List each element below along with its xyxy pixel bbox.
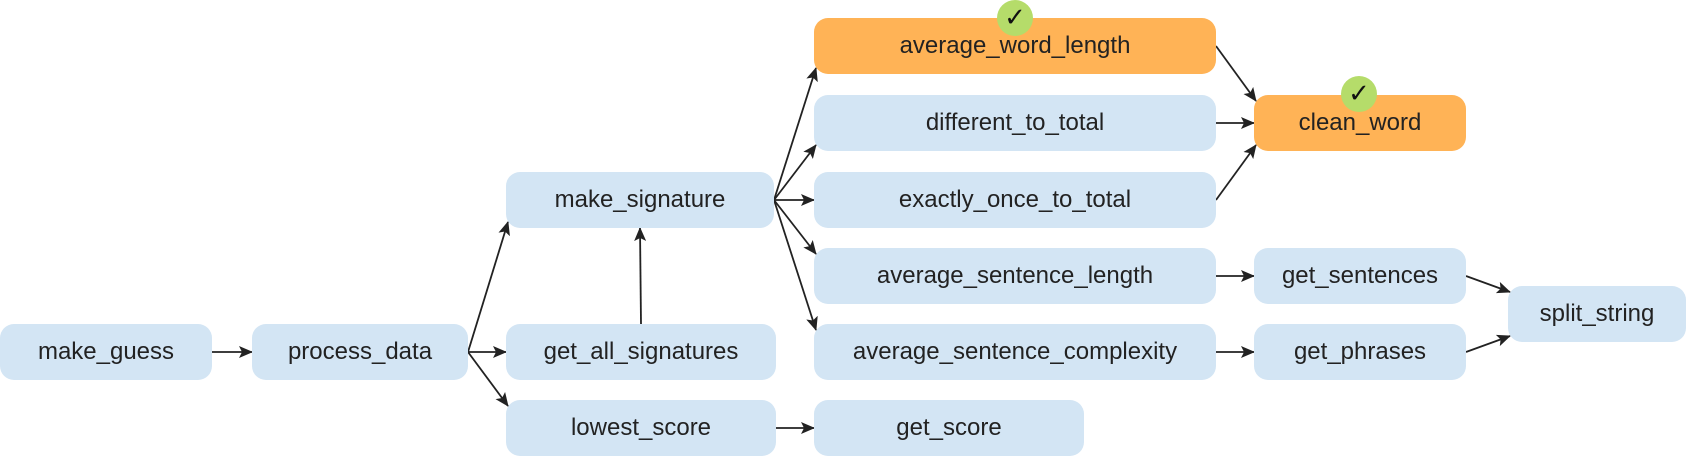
node-get-sentences[interactable]: get_sentences: [1254, 248, 1466, 304]
edge-make-signature-to-average-sentence-length: [773, 199, 817, 255]
node-different-to-total[interactable]: different_to_total: [814, 95, 1216, 151]
node-split-string[interactable]: split_string: [1508, 286, 1686, 342]
edge-average-word-length-to-clean-word: [1215, 45, 1257, 102]
node-get-score[interactable]: get_score: [814, 400, 1084, 456]
node-exactly-once-to-total[interactable]: exactly_once_to_total: [814, 172, 1216, 228]
edge-get-phrases-to-split-string: [1465, 334, 1511, 353]
checkmark-icon: ✓: [997, 0, 1033, 36]
node-average-sentence-complexity[interactable]: average_sentence_complexity: [814, 324, 1216, 380]
edge-get-sentences-to-split-string: [1465, 275, 1511, 294]
node-get-phrases[interactable]: get_phrases: [1254, 324, 1466, 380]
edge-exactly-once-to-total-to-clean-word: [1215, 144, 1257, 201]
node-make-signature[interactable]: make_signature: [506, 172, 774, 228]
edge-make-signature-to-average-word-length: [773, 67, 818, 201]
node-get-all-signatures[interactable]: get_all_signatures: [506, 324, 776, 380]
checkmark-icon: ✓: [1341, 76, 1377, 112]
edge-make-signature-to-average-sentence-complexity: [773, 199, 818, 331]
node-average-sentence-length[interactable]: average_sentence_length: [814, 248, 1216, 304]
node-make-guess[interactable]: make_guess: [0, 324, 212, 380]
edge-process-data-to-lowest-score: [467, 351, 509, 407]
node-process-data[interactable]: process_data: [252, 324, 468, 380]
edge-make-signature-to-different-to-total: [773, 144, 817, 201]
node-lowest-score[interactable]: lowest_score: [506, 400, 776, 456]
edge-get-all-signatures-to-make-signature: [634, 227, 647, 325]
edge-process-data-to-make-signature: [467, 221, 510, 353]
node-average-word-length[interactable]: average_word_length: [814, 18, 1216, 74]
